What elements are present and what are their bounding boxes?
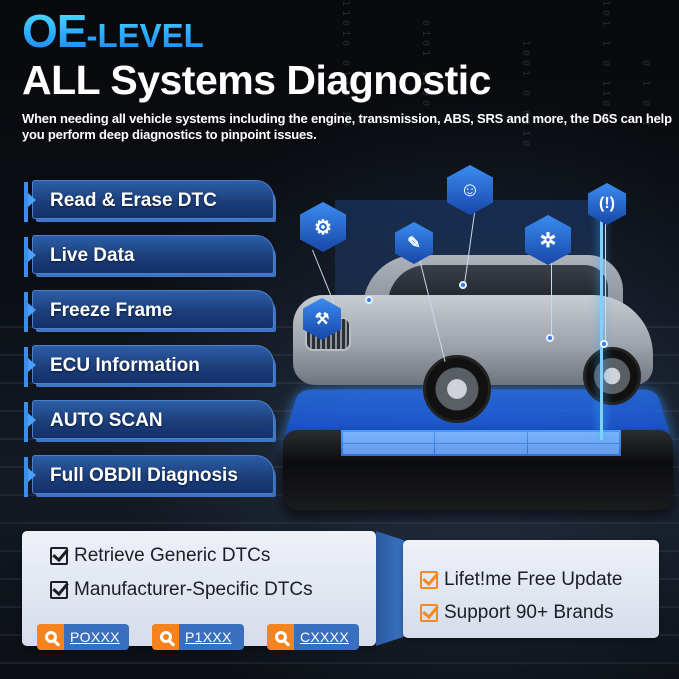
pin-line (605, 215, 606, 345)
feature-label: AUTO SCAN (50, 410, 163, 431)
check-item-label: Retrieve Generic DTCs (74, 545, 271, 566)
checkbox-icon (50, 547, 68, 565)
feature-ecu-information: ECU Information (24, 345, 274, 387)
feature-panel (32, 455, 274, 494)
checkbox-icon (50, 581, 68, 599)
accent-bar (24, 347, 28, 387)
headline-level: -LEVEL (86, 17, 204, 54)
arrow-icon (28, 248, 36, 262)
feature-label: Live Data (50, 245, 135, 266)
code-label: P1XXX (185, 629, 232, 645)
perks-panel (403, 540, 659, 638)
code-label: CXXXX (300, 629, 349, 645)
panel-connector (376, 531, 404, 646)
rear-wheel (583, 347, 641, 405)
feature-auto-scan: AUTO SCAN (24, 400, 274, 442)
feature-panel (32, 400, 274, 439)
arrow-icon (28, 193, 36, 207)
tablet-screen (341, 430, 621, 456)
search-icon (152, 624, 179, 650)
feature-full-obdii-diagnosis: Full OBDII Diagnosis (24, 455, 274, 497)
check-item-lifetime-update: Lifet!me Free Update (420, 569, 622, 591)
front-wheel (423, 355, 491, 423)
feature-label: ECU Information (50, 355, 200, 376)
arrow-icon (28, 468, 36, 482)
feature-live-data: Live Data (24, 235, 274, 277)
check-item-manufacturer-dtcs: Manufacturer-Specific DTCs (50, 579, 313, 601)
injector-icon: ⚒ (303, 298, 341, 340)
code-search-p1xxx[interactable]: P1XXX (152, 624, 244, 650)
suv-car-image (293, 255, 653, 425)
check-item-label: Manufacturer-Specific DTCs (74, 579, 313, 600)
check-item-brands: Support 90+ Brands (420, 602, 614, 624)
pin-dot (546, 334, 554, 342)
accent-bar (24, 457, 28, 497)
feature-panel (32, 290, 274, 329)
feature-label: Full OBDII Diagnosis (50, 465, 238, 486)
car-diagnostic-scene: ⚙ ✎ ☺ ✲ (!) ⚒ (275, 160, 679, 530)
feature-read-erase-dtc: Read & Erase DTC (24, 180, 274, 222)
accent-bar (24, 292, 28, 332)
code-search-poxxx[interactable]: POXXX (37, 624, 129, 650)
arrow-icon (28, 303, 36, 317)
search-icon (267, 624, 294, 650)
accent-bar (24, 237, 28, 277)
d6s-tablet (283, 430, 673, 510)
accent-bar (24, 182, 28, 222)
code-label: POXXX (70, 629, 120, 645)
arrow-icon (28, 358, 36, 372)
search-icon (37, 624, 64, 650)
check-item-generic-dtcs: Retrieve Generic DTCs (50, 545, 270, 567)
pin-dot (365, 296, 373, 304)
feature-list: Read & Erase DTC Live Data Freeze Frame … (24, 180, 274, 510)
headline-oe: OE (22, 5, 87, 57)
feature-label: Read & Erase DTC (50, 190, 217, 211)
checkbox-icon (420, 604, 438, 622)
arrow-icon (28, 413, 36, 427)
checkbox-icon (420, 571, 438, 589)
code-search-cxxxx[interactable]: CXXXX (267, 624, 359, 650)
transmission-icon: ✲ (525, 215, 571, 265)
seatbelt-icon: ✎ (395, 222, 433, 264)
pin-dot (600, 340, 608, 348)
pin-dot (459, 281, 467, 289)
headline-oe-level: OE-LEVEL (22, 8, 204, 54)
check-item-label: Lifet!me Free Update (444, 569, 623, 590)
feature-panel (32, 180, 274, 219)
scan-line (600, 200, 603, 440)
pin-line (551, 260, 552, 340)
page-title: ALL Systems Diagnostic (22, 57, 492, 103)
feature-panel (32, 235, 274, 274)
accent-bar (24, 402, 28, 442)
check-item-label: Support 90+ Brands (444, 602, 614, 623)
description: When needing all vehicle systems includi… (22, 111, 672, 142)
feature-label: Freeze Frame (50, 300, 173, 321)
feature-freeze-frame: Freeze Frame (24, 290, 274, 332)
